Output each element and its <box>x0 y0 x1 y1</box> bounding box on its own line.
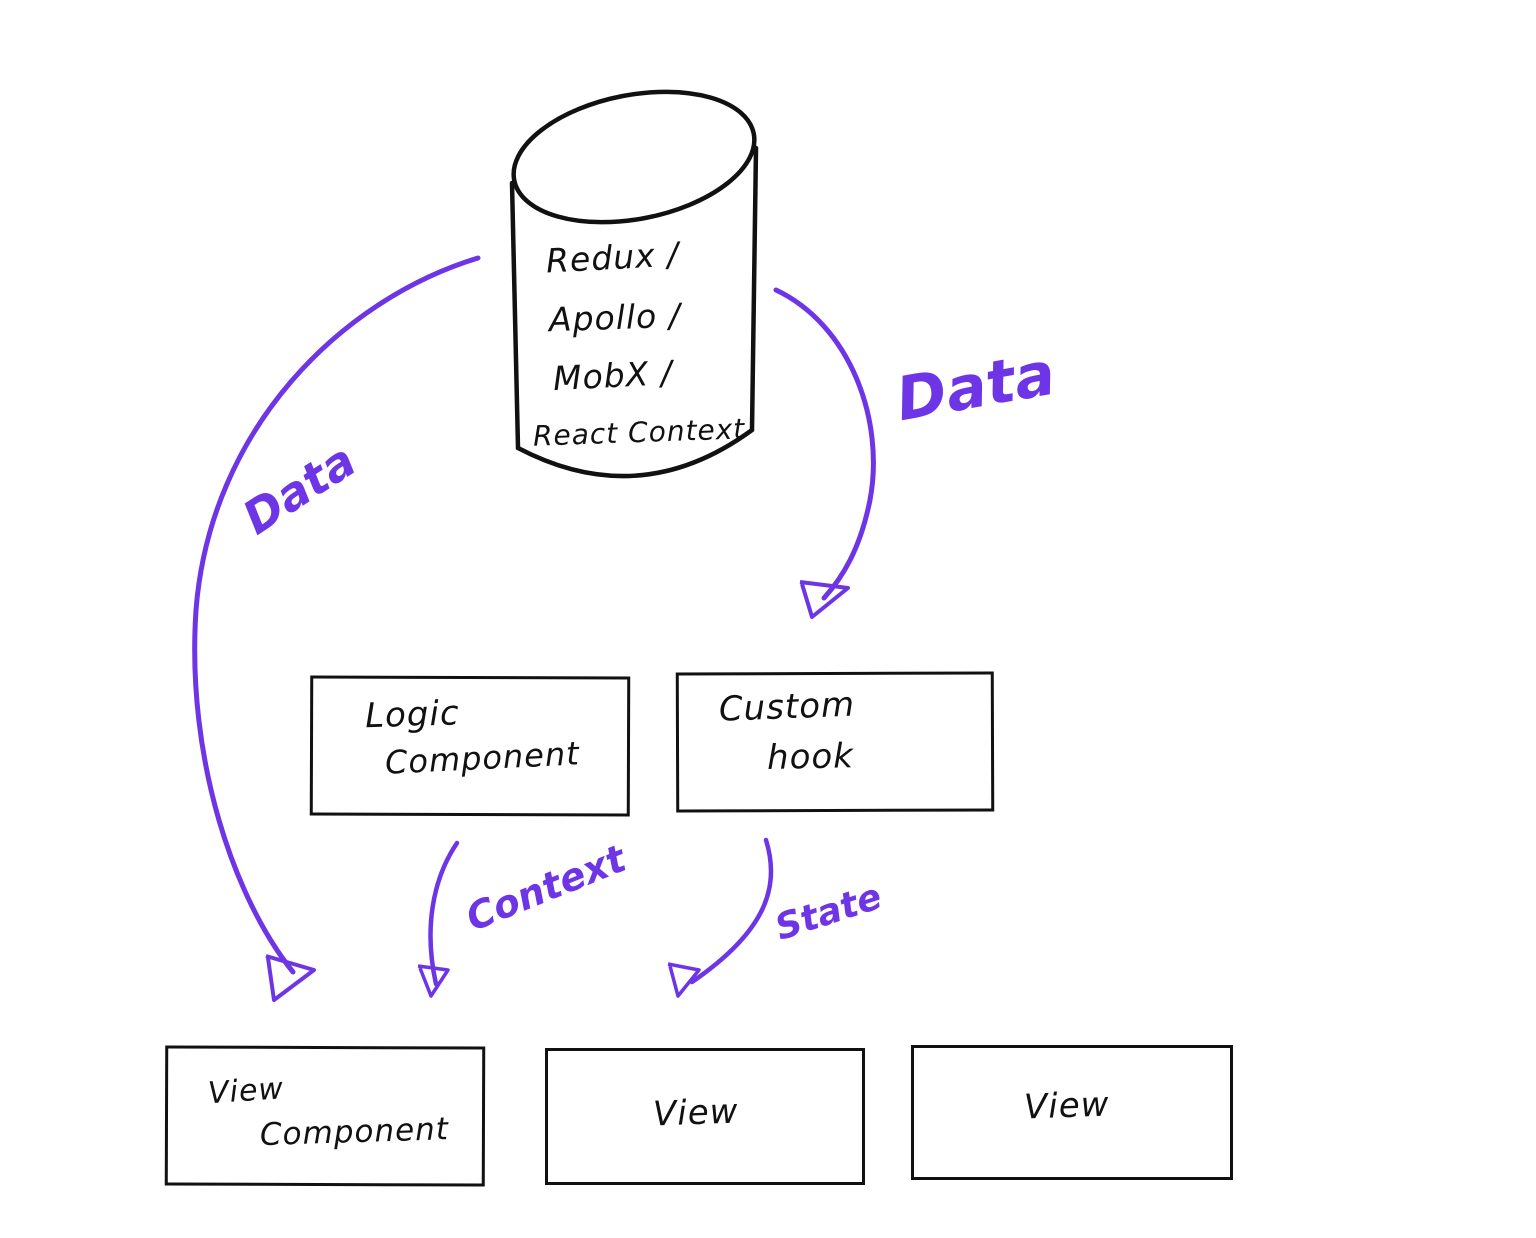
state-arrow <box>667 837 774 998</box>
data-arrow-left <box>192 255 481 1002</box>
logic-component-label-line1: Logic <box>364 693 461 737</box>
view-label-middle: View <box>652 1091 740 1135</box>
store-label-apollo: Apollo / <box>548 295 682 340</box>
view-box-middle: View <box>545 1048 865 1185</box>
view-component-label-line2: Component <box>259 1111 450 1154</box>
custom-hook-label-line2: hook <box>766 736 855 778</box>
logic-component-box: Logic Component <box>309 675 631 817</box>
view-label-right: View <box>1023 1084 1111 1128</box>
view-component-label-line1: View <box>207 1071 286 1112</box>
store-label-mobx: MobX / <box>552 352 674 399</box>
logic-component-label-line2: Component <box>384 734 581 782</box>
context-arrow <box>417 840 460 998</box>
custom-hook-box: Custom hook <box>675 671 995 813</box>
store-cylinder <box>509 89 759 479</box>
store-label-redux: Redux / <box>545 234 681 281</box>
view-component-box: View Component <box>164 1045 486 1187</box>
view-box-right: View <box>911 1045 1233 1180</box>
data-arrow-right <box>773 287 876 619</box>
custom-hook-label-line1: Custom <box>718 684 856 730</box>
